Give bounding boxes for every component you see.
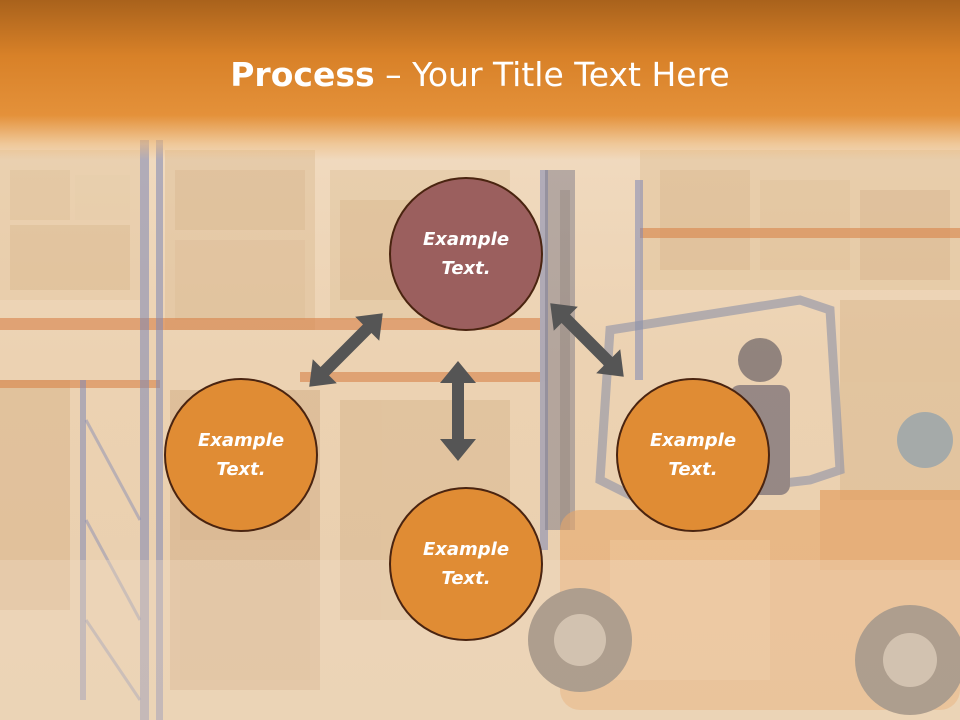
slide-title[interactable]: Process – Your Title Text Here (0, 54, 960, 96)
title-separator: – (374, 55, 413, 94)
process-node-bottom[interactable]: Example Text. (389, 487, 543, 641)
double-arrow-top-left (309, 313, 383, 387)
double-arrow-vertical (440, 361, 476, 461)
process-node-top[interactable]: Example Text. (389, 177, 543, 331)
double-arrow-top-right (550, 303, 624, 377)
process-node-left[interactable]: Example Text. (164, 378, 318, 532)
title-bold: Process (230, 55, 375, 94)
header-band (0, 0, 960, 160)
node-right-label: Example Text. (649, 430, 737, 480)
node-left-label: Example Text. (197, 430, 285, 480)
process-node-right[interactable]: Example Text. (616, 378, 770, 532)
title-rest: Your Title Text Here (412, 55, 730, 94)
node-top-label: Example Text. (422, 229, 510, 279)
node-bottom-label: Example Text. (422, 539, 510, 589)
